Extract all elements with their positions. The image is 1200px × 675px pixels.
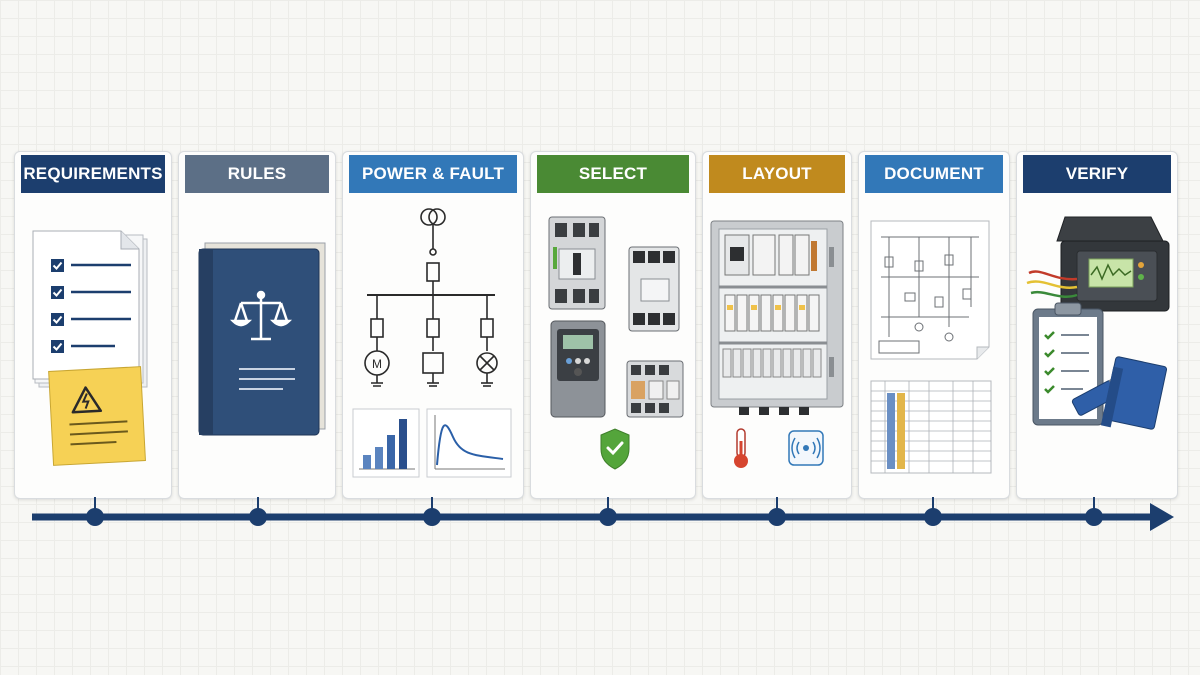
stage-card-requirements: REQUIREMENTS	[14, 151, 172, 499]
stage-title-layout: LAYOUT	[709, 155, 845, 193]
bar-chart-thumbnail	[352, 408, 420, 478]
transformer-icon	[420, 208, 438, 226]
stage-title-document: DOCUMENT	[865, 155, 1003, 193]
emc-signal-icon	[788, 430, 824, 466]
test-instrument-case-icon	[1026, 216, 1170, 312]
control-panel-enclosure-icon	[710, 220, 844, 415]
stage-title-select: SELECT	[537, 155, 689, 193]
panel-layout-illustration	[710, 220, 844, 468]
stage-card-verify: VERIFY	[1016, 151, 1178, 499]
thermometer-icon	[734, 428, 748, 468]
stage-card-power-fault: POWER & FAULT M	[342, 151, 524, 499]
single-line-diagram-illustration: M	[352, 208, 512, 478]
schematic-drawing-icon	[870, 220, 990, 360]
stage-title-power-fault: POWER & FAULT	[349, 155, 517, 193]
variable-frequency-drive-icon	[550, 320, 606, 418]
warning-note-icon	[48, 366, 146, 466]
motor-label: M	[372, 357, 382, 371]
rulebook-illustration	[198, 242, 326, 436]
verification-illustration	[1026, 216, 1170, 430]
circuit-breaker-icon	[548, 216, 606, 310]
binder-icon	[1100, 356, 1168, 430]
contactor-icon	[628, 246, 680, 332]
stage-title-verify: VERIFY	[1023, 155, 1171, 193]
component-selection-illustration	[548, 216, 684, 470]
terminal-schedule-table-icon	[870, 380, 992, 474]
shield-check-icon	[600, 428, 630, 470]
motor-starter-icon	[626, 360, 684, 418]
fault-curve-thumbnail	[426, 408, 512, 478]
stage-card-select: SELECT	[530, 151, 696, 499]
stage-card-layout: LAYOUT	[702, 151, 852, 499]
documentation-illustration	[870, 220, 992, 474]
scales-of-justice-icon	[229, 290, 293, 341]
stage-title-rules: RULES	[185, 155, 329, 193]
requirements-checklist-illustration	[32, 230, 148, 466]
stage-title-requirements: REQUIREMENTS	[21, 155, 165, 193]
stage-card-document: DOCUMENT	[858, 151, 1010, 499]
stage-card-rules: RULES	[178, 151, 336, 499]
checkbox-icon	[51, 259, 131, 353]
timeline-arrowhead	[1150, 503, 1174, 531]
